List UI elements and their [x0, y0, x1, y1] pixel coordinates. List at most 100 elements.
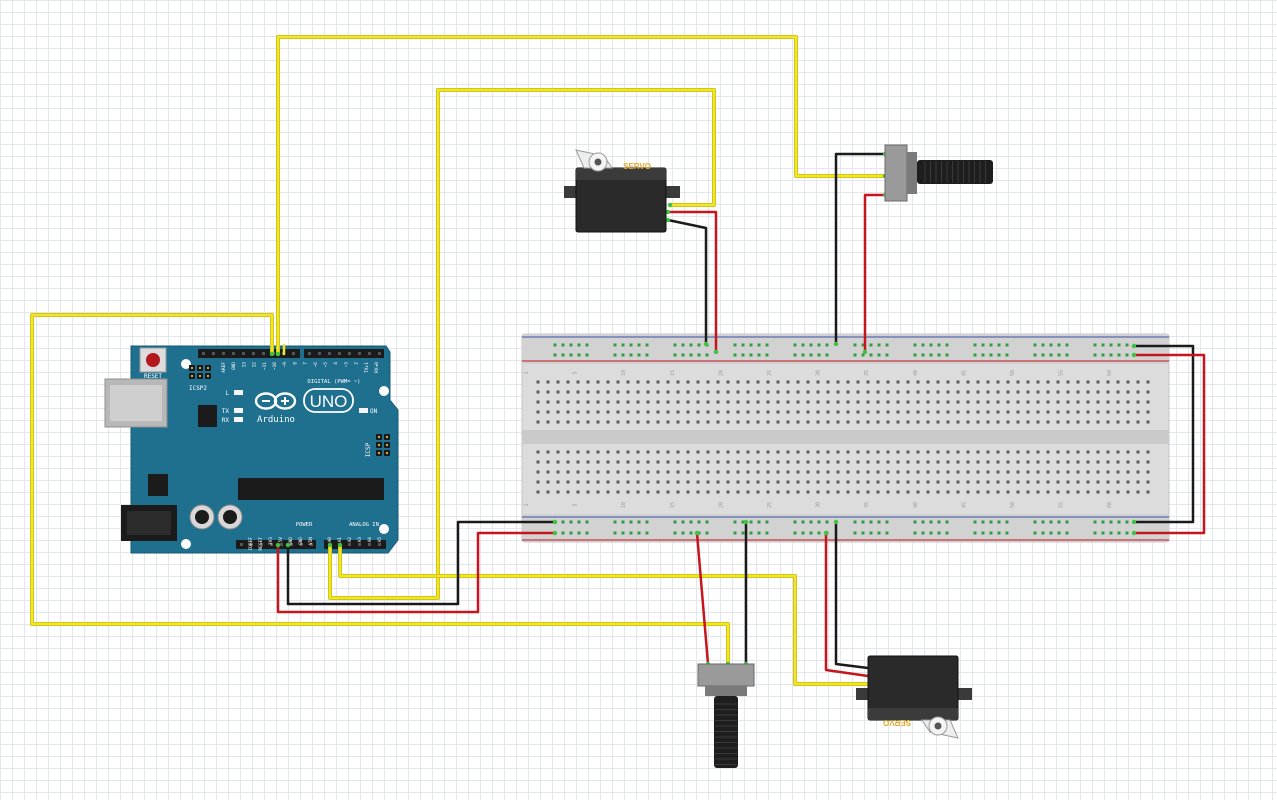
breadboard-hole[interactable] [966, 460, 970, 464]
breadboard-hole[interactable] [786, 420, 790, 424]
breadboard-hole[interactable] [556, 450, 560, 454]
breadboard-hole[interactable] [796, 490, 800, 494]
breadboard-hole[interactable] [1136, 480, 1140, 484]
breadboard-hole[interactable] [756, 460, 760, 464]
breadboard-hole[interactable] [976, 470, 980, 474]
breadboard-hole[interactable] [836, 470, 840, 474]
breadboard-hole[interactable] [906, 410, 910, 414]
breadboard-hole[interactable] [1146, 470, 1150, 474]
breadboard-hole[interactable] [876, 400, 880, 404]
breadboard-hole[interactable] [1036, 460, 1040, 464]
breadboard-hole[interactable] [966, 390, 970, 394]
breadboard-hole[interactable] [846, 470, 850, 474]
breadboard-hole[interactable] [856, 490, 860, 494]
breadboard-hole[interactable] [1006, 390, 1010, 394]
rail-hole[interactable] [741, 343, 745, 347]
rail-hole[interactable] [577, 520, 581, 524]
breadboard-hole[interactable] [926, 410, 930, 414]
breadboard-hole[interactable] [956, 380, 960, 384]
breadboard-hole[interactable] [906, 390, 910, 394]
breadboard-hole[interactable] [806, 460, 810, 464]
breadboard-hole[interactable] [646, 470, 650, 474]
breadboard-hole[interactable] [1046, 410, 1050, 414]
rail-hole[interactable] [945, 343, 949, 347]
breadboard-hole[interactable] [756, 480, 760, 484]
rail-hole[interactable] [741, 520, 745, 524]
breadboard-hole[interactable] [936, 380, 940, 384]
breadboard-hole[interactable] [586, 490, 590, 494]
breadboard-hole[interactable] [766, 450, 770, 454]
breadboard-hole[interactable] [1026, 380, 1030, 384]
rail-hole[interactable] [585, 531, 589, 535]
breadboard-hole[interactable] [536, 400, 540, 404]
breadboard-hole[interactable] [996, 450, 1000, 454]
rail-hole[interactable] [765, 520, 769, 524]
breadboard-hole[interactable] [686, 410, 690, 414]
rail-hole[interactable] [569, 531, 573, 535]
breadboard-hole[interactable] [686, 490, 690, 494]
breadboard-hole[interactable] [726, 410, 730, 414]
breadboard-hole[interactable] [576, 420, 580, 424]
header-pin[interactable] [368, 543, 371, 546]
rail-hole[interactable] [801, 343, 805, 347]
breadboard-hole[interactable] [1006, 460, 1010, 464]
header-pin[interactable] [242, 352, 245, 355]
breadboard-hole[interactable] [846, 450, 850, 454]
breadboard-hole[interactable] [926, 480, 930, 484]
breadboard-hole[interactable] [656, 460, 660, 464]
breadboard-hole[interactable] [1086, 420, 1090, 424]
breadboard-hole[interactable] [636, 400, 640, 404]
rail-hole[interactable] [629, 520, 633, 524]
rail-hole[interactable] [1125, 343, 1129, 347]
breadboard-hole[interactable] [1036, 450, 1040, 454]
breadboard-hole[interactable] [556, 420, 560, 424]
breadboard-hole[interactable] [1036, 480, 1040, 484]
breadboard-hole[interactable] [556, 390, 560, 394]
breadboard-hole[interactable] [1026, 390, 1030, 394]
breadboard-hole[interactable] [636, 450, 640, 454]
breadboard-hole[interactable] [1026, 460, 1030, 464]
breadboard-hole[interactable] [1026, 420, 1030, 424]
breadboard-hole[interactable] [536, 470, 540, 474]
rail-hole[interactable] [1101, 353, 1105, 357]
header-pin[interactable] [328, 352, 331, 355]
breadboard-hole[interactable] [716, 390, 720, 394]
breadboard-hole[interactable] [676, 390, 680, 394]
breadboard-hole[interactable] [566, 480, 570, 484]
breadboard-hole[interactable] [1076, 400, 1080, 404]
breadboard-hole[interactable] [846, 460, 850, 464]
breadboard-hole[interactable] [1056, 410, 1060, 414]
rail-hole[interactable] [705, 531, 709, 535]
rail-hole[interactable] [853, 343, 857, 347]
breadboard-hole[interactable] [886, 380, 890, 384]
breadboard-hole[interactable] [666, 380, 670, 384]
breadboard-hole[interactable] [606, 460, 610, 464]
breadboard-hole[interactable] [706, 480, 710, 484]
wire-endpoint[interactable] [862, 349, 868, 355]
rail-hole[interactable] [1005, 353, 1009, 357]
rail-hole[interactable] [1101, 520, 1105, 524]
wire-endpoint[interactable] [703, 341, 709, 347]
breadboard-hole[interactable] [746, 400, 750, 404]
rail-hole[interactable] [613, 353, 617, 357]
breadboard-hole[interactable] [1136, 420, 1140, 424]
breadboard-hole[interactable] [816, 380, 820, 384]
breadboard-hole[interactable] [906, 470, 910, 474]
breadboard-hole[interactable] [686, 390, 690, 394]
breadboard-hole[interactable] [876, 480, 880, 484]
breadboard-hole[interactable] [1026, 450, 1030, 454]
breadboard-hole[interactable] [1086, 390, 1090, 394]
breadboard-hole[interactable] [626, 490, 630, 494]
breadboard-hole[interactable] [696, 380, 700, 384]
breadboard-hole[interactable] [1096, 390, 1100, 394]
breadboard-hole[interactable] [626, 450, 630, 454]
rail-hole[interactable] [689, 531, 693, 535]
breadboard-hole[interactable] [1006, 380, 1010, 384]
breadboard-hole[interactable] [836, 490, 840, 494]
rail-hole[interactable] [1117, 531, 1121, 535]
breadboard-hole[interactable] [1066, 470, 1070, 474]
breadboard-hole[interactable] [536, 450, 540, 454]
breadboard-hole[interactable] [1146, 410, 1150, 414]
breadboard-hole[interactable] [846, 390, 850, 394]
breadboard-hole[interactable] [876, 380, 880, 384]
